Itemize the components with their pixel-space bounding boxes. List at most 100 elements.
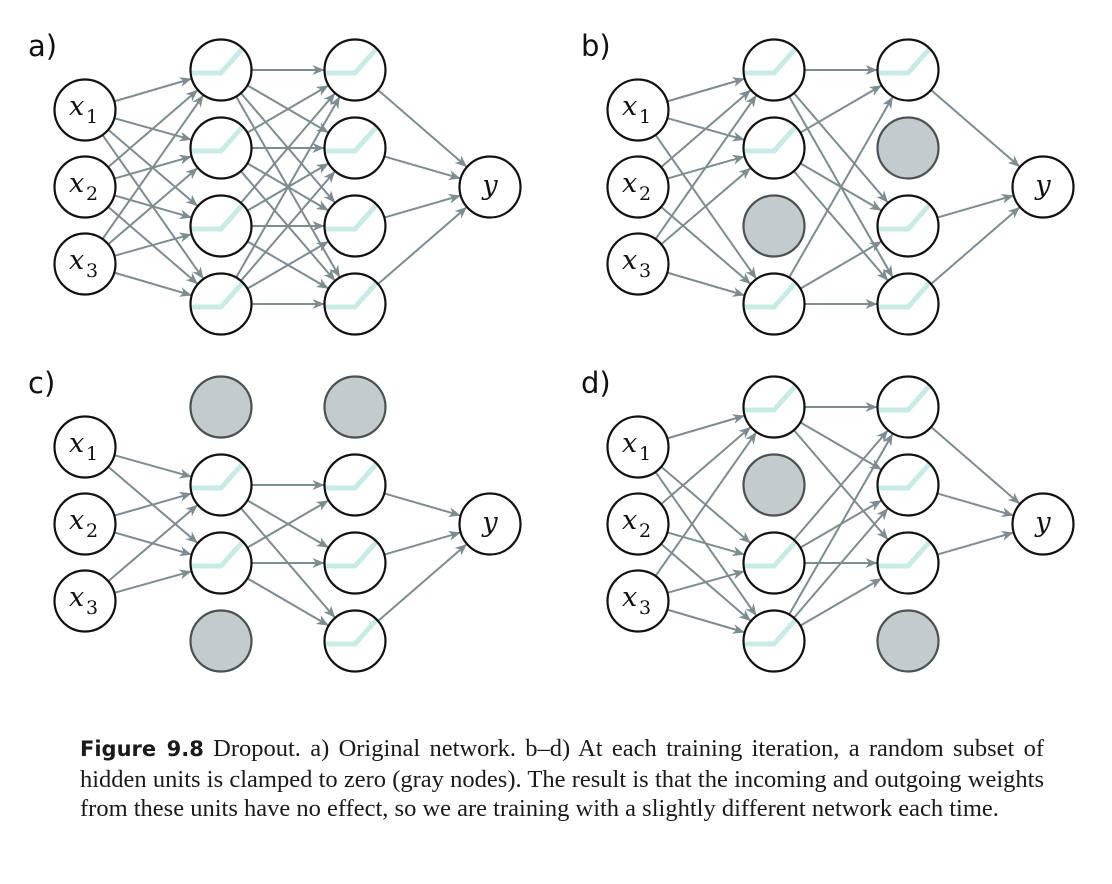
hidden-unit [742, 38, 806, 102]
input-circle [53, 78, 117, 142]
hidden-unit [876, 38, 940, 102]
input-subscript: 3 [639, 260, 651, 282]
relu-icon [744, 122, 800, 154]
output-node-y: y [458, 155, 522, 219]
relu-icon [878, 44, 934, 76]
connection-arrow [937, 193, 1014, 219]
relu-icon [744, 381, 800, 413]
connection-arrow [660, 167, 752, 245]
connection-arrow [788, 95, 894, 279]
connection-arrow [666, 414, 746, 440]
caption-text: Dropout. a) Original network. b–d) At ea… [80, 735, 1044, 822]
relu-icon [191, 537, 247, 569]
connection-arrow [377, 89, 468, 168]
output-label: y [481, 170, 498, 201]
output-node-y: y [458, 492, 522, 556]
input-label: x [622, 245, 637, 276]
hidden-unit [189, 272, 253, 336]
connection-arrow [930, 206, 1021, 285]
connection-arrow [654, 431, 758, 577]
input-circle [53, 415, 117, 479]
output-circle [458, 155, 522, 219]
input-subscript: 3 [86, 597, 98, 619]
input-subscript: 3 [639, 597, 651, 619]
hidden-unit [742, 272, 806, 336]
dropped-hidden-unit [323, 375, 387, 439]
connection-arrow [107, 504, 199, 582]
relu-icon [325, 122, 381, 154]
input-circle [53, 232, 117, 296]
input-circle [53, 155, 117, 219]
hidden-unit [189, 194, 253, 258]
connection-arrow [930, 426, 1021, 505]
input-subscript: 1 [639, 106, 651, 128]
connection-arrow [107, 89, 199, 168]
hidden-unit [323, 194, 387, 258]
input-subscript: 2 [86, 183, 98, 205]
connection-arrow [666, 608, 746, 634]
connection-arrow [793, 170, 889, 282]
output-circle [1011, 492, 1075, 556]
connection-arrow [377, 543, 468, 622]
input-circle [606, 415, 670, 479]
input-circle [606, 155, 670, 219]
connection-arrow [246, 499, 330, 549]
input-circle [606, 492, 670, 556]
output-label: y [1034, 507, 1051, 538]
relu-icon [325, 459, 381, 491]
connection-arrow [660, 206, 752, 285]
edges [107, 454, 468, 627]
figure-number: Figure 9.8 [80, 737, 204, 761]
input-label: x [69, 168, 84, 199]
connection-arrow [666, 77, 746, 103]
panel-label: b) [581, 29, 611, 63]
edges [654, 65, 1021, 309]
dropped-hidden-unit [189, 375, 253, 439]
connection-arrow [937, 530, 1014, 556]
input-label: x [69, 245, 84, 276]
connection-arrow [240, 92, 336, 204]
input-circle [606, 78, 670, 142]
connection-arrow [113, 77, 193, 103]
hidden-unit [742, 375, 806, 439]
connection-arrow [793, 92, 889, 204]
output-label: y [481, 507, 498, 538]
hidden-unit [876, 375, 940, 439]
relu-icon [744, 537, 800, 569]
hidden-unit [189, 116, 253, 180]
relu-icon [325, 278, 381, 310]
figure-caption: Figure 9.8 Dropout. a) Original network.… [80, 734, 1044, 824]
panel-label: d) [581, 366, 611, 400]
dropped-hidden-unit [876, 609, 940, 673]
input-circle [606, 569, 670, 633]
relu-icon [325, 615, 381, 647]
relu-icon [878, 381, 934, 413]
edges [101, 65, 468, 309]
input-subscript: 2 [86, 520, 98, 542]
connection-arrow [384, 193, 461, 219]
edges [654, 402, 1021, 634]
relu-icon [878, 459, 934, 491]
hidden-unit [189, 38, 253, 102]
hidden-unit [876, 453, 940, 517]
connection-arrow [114, 454, 192, 479]
input-subscript: 2 [639, 183, 651, 205]
relu-icon [744, 44, 800, 76]
connection-arrow [113, 271, 193, 297]
input-label: x [69, 582, 84, 613]
relu-icon [191, 44, 247, 76]
hidden-unit [323, 272, 387, 336]
relu-icon [744, 615, 800, 647]
relu-icon [325, 537, 381, 569]
connection-arrow [937, 492, 1014, 518]
